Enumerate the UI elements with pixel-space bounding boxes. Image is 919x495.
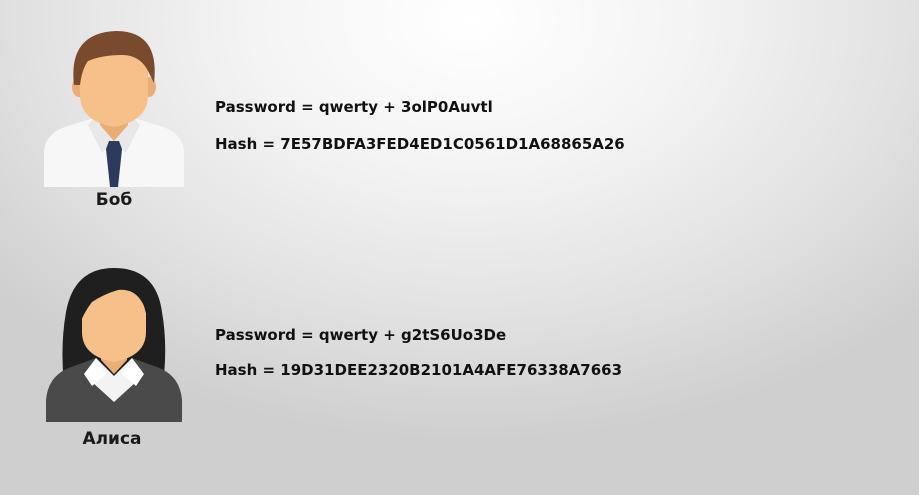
alice-password-line: Password = qwerty + g2tS6Uo3De — [215, 326, 506, 344]
bob-hash-line: Hash = 7E57BDFA3FED4ED1C0561D1A68865A26 — [215, 135, 625, 153]
alice-password-salt: + g2tS6Uo3De — [383, 326, 507, 344]
bob-password-prefix: Password = qwerty — [215, 98, 378, 116]
alice-password-prefix: Password = qwerty — [215, 326, 378, 344]
bob-password-line: Password = qwerty + 3olP0Auvtl — [215, 98, 493, 116]
bob-avatar-icon — [42, 25, 186, 187]
alice-hash-line: Hash = 19D31DEE2320B2101A4AFE76338A7663 — [215, 361, 623, 379]
bob-password-salt: + 3olP0Auvtl — [383, 98, 493, 116]
alice-avatar-icon — [44, 262, 184, 422]
bob-name-label: Боб — [95, 190, 133, 210]
alice-name-label: Алиса — [82, 429, 142, 449]
